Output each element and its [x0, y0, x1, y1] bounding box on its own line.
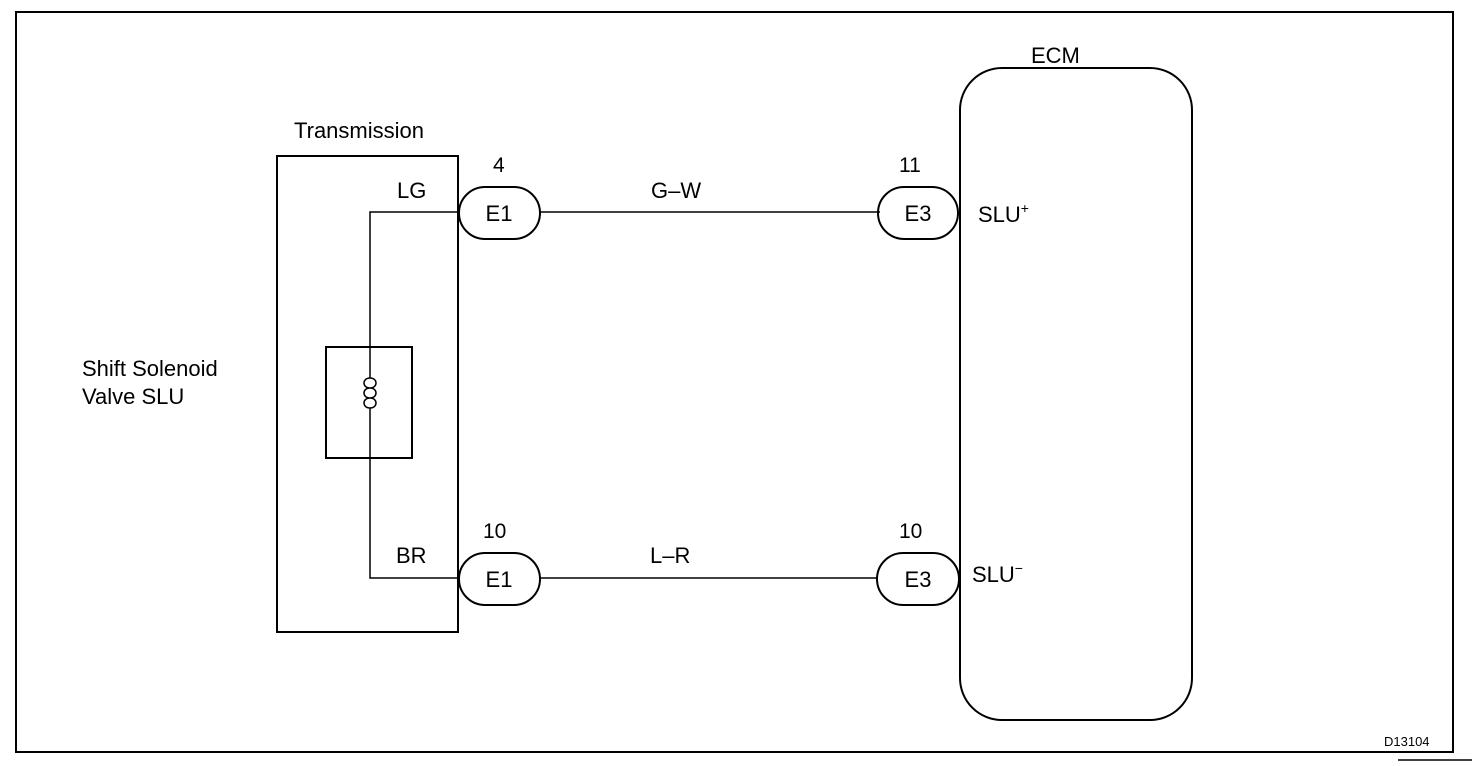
pin-number-10-left: 10 — [483, 520, 506, 543]
ecm-label: ECM — [1031, 43, 1080, 68]
connector-e1-bottom — [458, 552, 541, 606]
transmission-label: Transmission — [294, 118, 424, 143]
connector-e3-top — [877, 186, 959, 240]
wire-label-br: BR — [396, 543, 427, 568]
slu-minus-superscript: − — [1015, 560, 1023, 576]
connector-e3-bottom — [876, 552, 960, 606]
ecm-terminal-slu-minus: SLU− — [972, 560, 1023, 587]
wire-label-lg: LG — [397, 178, 426, 203]
solenoid-label-line2: Valve SLU — [82, 384, 184, 409]
diagram-frame — [15, 11, 1454, 753]
pin-number-11: 11 — [899, 154, 921, 177]
pin-number-4: 4 — [493, 154, 505, 177]
connector-e1-top — [458, 186, 541, 240]
solenoid-label-line1: Shift Solenoid — [82, 356, 218, 381]
coil-wire-top — [369, 211, 458, 378]
transmission-box — [276, 155, 459, 633]
connector-e1-top-label: E1 — [486, 201, 513, 226]
pin-number-10-right: 10 — [899, 520, 922, 543]
connector-e3-bottom-label: E3 — [905, 567, 932, 592]
connector-e3-top-label: E3 — [905, 201, 932, 226]
ecm-terminal-slu-plus: SLU+ — [978, 200, 1029, 227]
figure-code: D13104 — [1384, 734, 1430, 749]
coil-wire-bottom — [369, 420, 458, 579]
solenoid-coil-box — [325, 346, 413, 459]
coil-icon — [363, 377, 377, 420]
wire-color-g-w: G–W — [651, 178, 701, 203]
ecm-box — [959, 67, 1193, 721]
slu-plus-superscript: + — [1021, 200, 1029, 216]
wire-color-l-r: L–R — [650, 543, 690, 568]
connector-e1-bottom-label: E1 — [486, 567, 513, 592]
